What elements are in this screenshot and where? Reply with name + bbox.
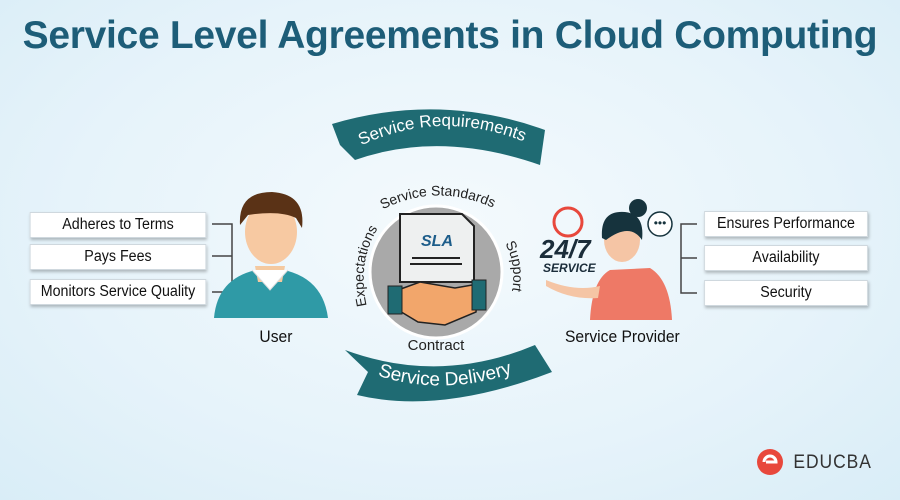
badge-247: 24/7: [539, 234, 592, 264]
handshake-icon: [387, 279, 487, 326]
provider-label: Service Provider: [564, 327, 680, 346]
user-avatar-icon: [214, 192, 328, 318]
top-banner: [332, 109, 545, 165]
svg-text:•••: •••: [654, 216, 667, 230]
sla-label: SLA: [421, 233, 453, 250]
user-duty-monitors: Monitors Service Quality: [29, 279, 207, 305]
sla-document-icon: SLA: [399, 213, 475, 283]
bottom-banner: [345, 345, 552, 402]
ring-label-support: Support: [502, 238, 526, 293]
provider-avatar-icon: 24/7 SERVICE •••: [539, 199, 673, 320]
educba-logo-icon: [757, 449, 783, 475]
ring-label-contract: Contract: [408, 337, 466, 354]
brand-name: EDUCBA: [793, 452, 872, 473]
provider-duty-performance: Ensures Performance: [704, 211, 868, 237]
page-title: Service Level Agreements in Cloud Comput…: [22, 14, 878, 57]
provider-duty-security: Security: [704, 280, 868, 306]
user-bracket: [212, 223, 233, 293]
svg-text:Support: Support: [502, 238, 526, 293]
badge-service: SERVICE: [543, 261, 597, 275]
user-label: User: [259, 327, 293, 346]
stopwatch-icon: [552, 206, 584, 238]
provider-bracket: [680, 223, 697, 294]
user-duty-fees: Pays Fees: [29, 244, 207, 270]
user-duty-adheres: Adheres to Terms: [29, 212, 207, 238]
provider-duty-availability: Availability: [704, 245, 868, 271]
chat-bubble-icon: [647, 211, 673, 237]
